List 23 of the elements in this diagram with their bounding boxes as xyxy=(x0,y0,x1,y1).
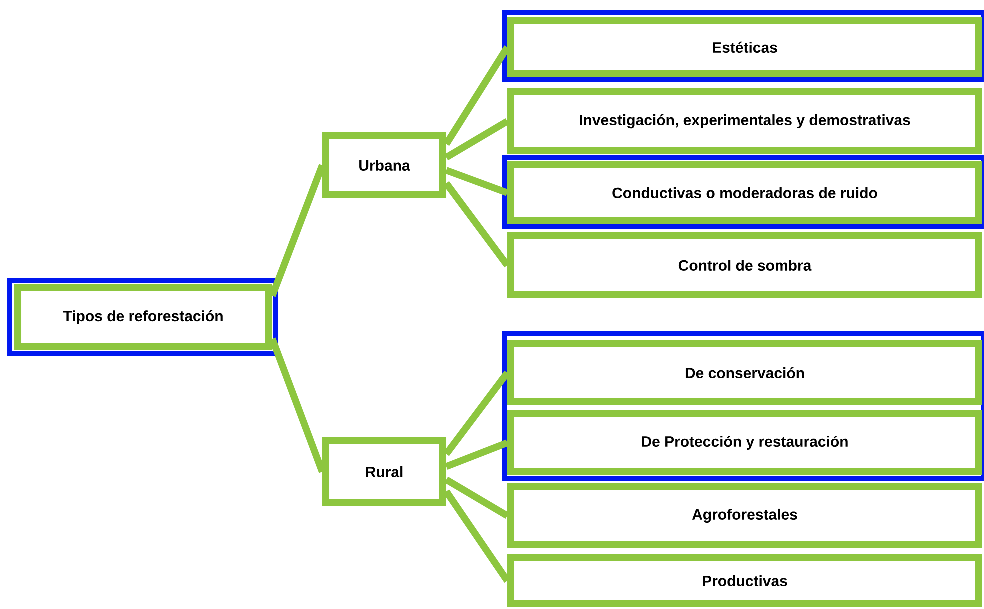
category-box: De conservación xyxy=(508,340,982,406)
highlight-frame xyxy=(502,10,984,82)
category-box: Tipos de reforestación xyxy=(14,284,272,350)
connector-line xyxy=(444,476,510,519)
connector-line xyxy=(444,46,510,146)
connector-line xyxy=(444,370,510,456)
category-box: Conductivas o moderadoras de ruido xyxy=(508,162,982,224)
connector-line xyxy=(444,181,510,268)
connector-line xyxy=(444,118,510,161)
category-box: Investigación, experimentales y demostrativas xyxy=(508,88,982,154)
highlight-frame xyxy=(502,332,984,482)
category-box: De Protección y restauración xyxy=(508,410,982,476)
highlight-frame xyxy=(8,278,278,356)
category-box: Agroforestales xyxy=(508,484,982,548)
category-box: Estéticas xyxy=(508,18,982,78)
highlight-frame xyxy=(502,156,984,230)
connector-line xyxy=(445,167,509,196)
connector-line xyxy=(444,490,510,583)
category-box: Rural xyxy=(322,438,446,506)
category-box: Productivas xyxy=(508,554,982,608)
connector-line xyxy=(445,440,509,470)
category-box: Control de sombra xyxy=(508,232,982,298)
category-box: Urbana xyxy=(322,132,446,198)
